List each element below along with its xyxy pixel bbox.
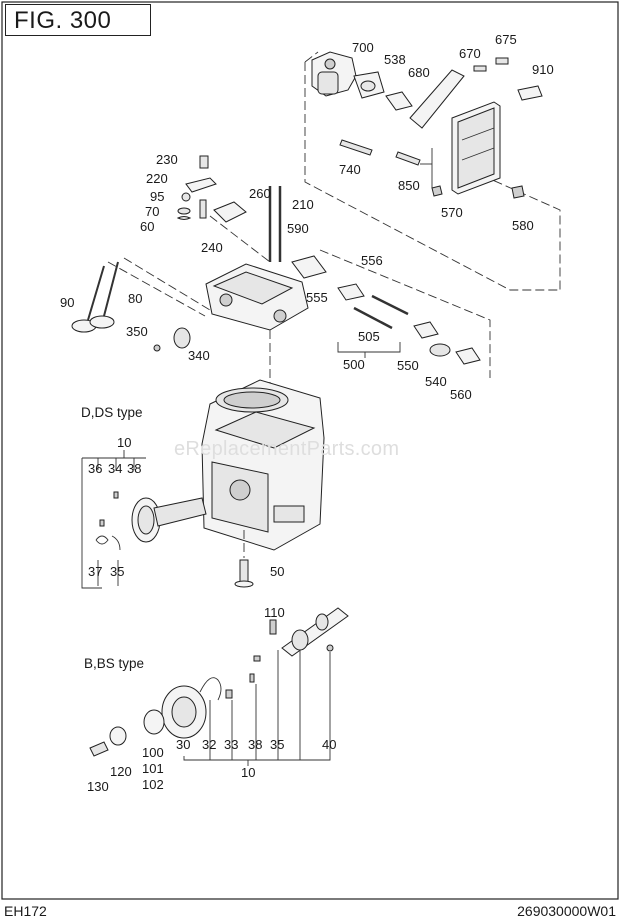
callout-37[interactable]: 37 [88,564,103,579]
callout-80[interactable]: 80 [128,291,143,306]
callout-560[interactable]: 560 [450,387,472,402]
drawing-border [1,1,619,900]
figure-title: FIG. 300 [5,4,151,36]
callout-34[interactable]: 34 [108,461,123,476]
callout-50[interactable]: 50 [270,564,285,579]
callout-40[interactable]: 40 [322,737,337,752]
callout-850[interactable]: 850 [398,178,420,193]
callout-340[interactable]: 340 [188,348,210,363]
callout-505[interactable]: 505 [358,329,380,344]
callout-240[interactable]: 240 [201,240,223,255]
callout-210[interactable]: 210 [292,197,314,212]
callout-570[interactable]: 570 [441,205,463,220]
camshaft-bbs-group [89,607,349,766]
callout-556[interactable]: 556 [361,253,383,268]
watermark: eReplacementParts.com [174,438,400,460]
callout-110[interactable]: 110 [264,605,285,620]
callout-95[interactable]: 95 [150,189,165,204]
cylinder-head-group [71,155,491,386]
callout-555[interactable]: 555 [306,290,328,305]
callout-350[interactable]: 350 [126,324,148,339]
callout-10-dds[interactable]: 10 [117,435,132,450]
callout-36[interactable]: 36 [88,461,103,476]
callout-580[interactable]: 580 [512,218,534,233]
callout-700[interactable]: 700 [352,40,374,55]
callout-670[interactable]: 670 [459,46,481,61]
callout-680[interactable]: 680 [408,65,430,80]
document-number: 269030000W01 [517,903,616,919]
callout-120[interactable]: 120 [110,764,132,779]
callout-101[interactable]: 101 [142,761,164,776]
callout-10-bbs[interactable]: 10 [241,765,256,780]
callout-35-bbs[interactable]: 35 [270,737,285,752]
callout-540[interactable]: 540 [425,374,447,389]
callout-102[interactable]: 102 [142,777,164,792]
callout-500[interactable]: 500 [343,357,365,372]
model-number: EH172 [4,903,47,919]
governor-dds-group [81,450,207,589]
crankcase [201,379,325,588]
callout-70[interactable]: 70 [145,204,160,219]
carburetor-group [304,51,561,291]
callout-100[interactable]: 100 [142,745,164,760]
callout-33[interactable]: 33 [224,737,239,752]
callout-538[interactable]: 538 [384,52,406,67]
callout-230[interactable]: 230 [156,152,178,167]
callout-30[interactable]: 30 [176,737,191,752]
callout-550[interactable]: 550 [397,358,419,373]
callout-90[interactable]: 90 [60,295,75,310]
callout-675[interactable]: 675 [495,32,517,47]
callout-910[interactable]: 910 [532,62,554,77]
section-label-d-ds: D,DS type [81,405,143,420]
callout-60[interactable]: 60 [140,219,155,234]
callout-32[interactable]: 32 [202,737,217,752]
callout-260[interactable]: 260 [249,186,271,201]
callout-220[interactable]: 220 [146,171,168,186]
callout-38-dds[interactable]: 38 [127,461,142,476]
callout-740[interactable]: 740 [339,162,361,177]
callout-590[interactable]: 590 [287,221,309,236]
callout-35-dds[interactable]: 35 [110,564,125,579]
callout-130[interactable]: 130 [87,779,109,794]
section-label-b-bs: B,BS type [84,656,145,671]
callout-38-bbs[interactable]: 38 [248,737,263,752]
